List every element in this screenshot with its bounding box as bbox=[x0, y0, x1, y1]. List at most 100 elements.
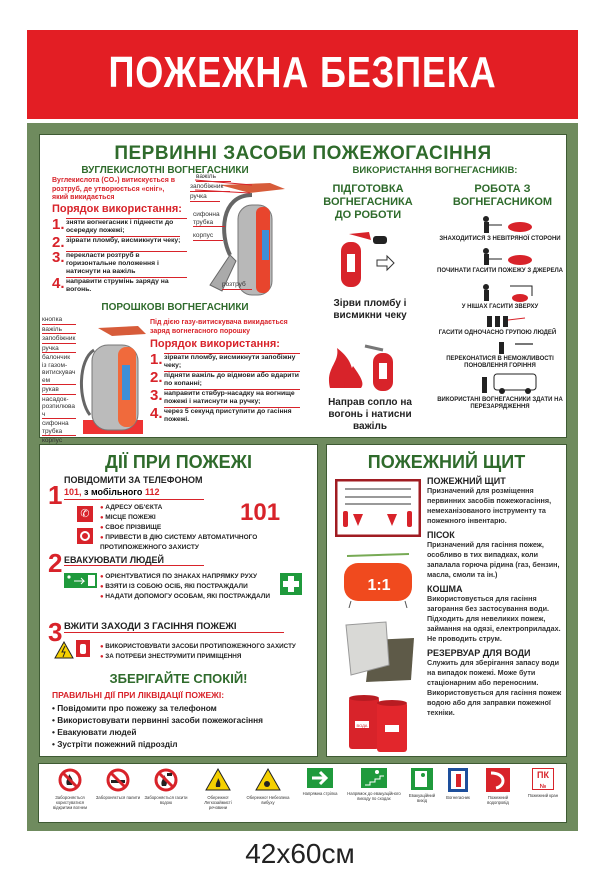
co2-step: направити струмінь заряду на вогонь. bbox=[66, 277, 187, 294]
fire-actions-panel: ДІЇ ПРИ ПОЖЕЖІ 1 ПОВІДОМИТИ ЗА ТЕЛЕФОНОМ… bbox=[39, 444, 318, 757]
green-frame: ПЕРВИННІ ЗАСОБИ ПОЖЕЖОГАСІННЯ ВУГЛЕКИСЛО… bbox=[27, 123, 578, 831]
person-extinguishing-icon bbox=[483, 284, 533, 302]
actions-title: ДІЇ ПРИ ПОЖЕЖІ bbox=[105, 452, 252, 472]
sign-caption: Обережно! Небезпека вибуху bbox=[246, 795, 290, 805]
list-item: АДРЕСУ ОБ'ЄКТА bbox=[100, 504, 162, 511]
sign-caption: Забороняється палити bbox=[95, 795, 141, 800]
powder-order: Порядок використання: bbox=[150, 338, 280, 350]
sign: Забороняється палити bbox=[95, 768, 141, 800]
powder-step: зірвати пломбу, висмикнути запобіжну чек… bbox=[164, 353, 300, 370]
powder-part-labels: кнопка важіль запобіжник ручка балончик … bbox=[42, 316, 76, 446]
list-item: ПРИВЕСТИ В ДІЮ СИСТЕМУ АВТОМАТИЧНОГО ПРО… bbox=[100, 534, 257, 551]
sign: Забороняється користуватися відкритим во… bbox=[47, 768, 93, 810]
step3-list: ВИКОРИСТОВУВАТИ ЗАСОБИ ПРОТИПОЖЕЖНОГО ЗА… bbox=[100, 642, 312, 662]
co2-steps: 1.зняти вогнегасник і піднести до осеред… bbox=[52, 217, 187, 294]
sign-caption: Забороняється гасити водою bbox=[144, 795, 188, 805]
sign: Обережно! Легкозаймисті речовини bbox=[195, 768, 241, 810]
fire-hydrant-icon: ПК № bbox=[532, 768, 554, 790]
step-number: 3 bbox=[48, 617, 63, 647]
shield-item-text: Призначений для розміщення первинних зас… bbox=[427, 486, 552, 525]
usage-title: ВИКОРИСТАННЯ ВОГНЕГАСНИКІВ: bbox=[352, 165, 518, 176]
person-extinguishing-icon bbox=[483, 216, 532, 233]
powder-part-label: запобіжник bbox=[42, 335, 76, 344]
work-step: ПОЧИНАТИ ГАСИТИ ПОЖЕЖУ З ДЖЕРЕЛА bbox=[437, 268, 563, 274]
work-step: ГАСИТИ ОДНОЧАСНО ГРУПОЮ ЛЮДЕЙ bbox=[438, 330, 557, 336]
powder-part-label: насадок-розпилювач bbox=[42, 395, 76, 419]
shield-item-text: Використовується для гасіння загорання б… bbox=[427, 594, 561, 643]
water-barrels-illustration: ВОДА bbox=[349, 695, 407, 752]
sand-box-illustration: 1:1 bbox=[344, 553, 412, 608]
list-item: ВИКОРИСТОВУВАТИ ЗАСОБИ ПРОТИПОЖЕЖНОГО ЗА… bbox=[100, 643, 296, 650]
list-item: СВОЄ ПРІЗВИЩЕ bbox=[100, 524, 161, 531]
no-smoking-icon bbox=[106, 768, 130, 792]
prep-step: Зірви пломбу і висмикни чеку bbox=[333, 298, 407, 321]
sign: ПК № Пожежний кран bbox=[521, 768, 565, 798]
sign: Напрямок до евакуаційного виходу по сход… bbox=[345, 768, 403, 801]
flammable-warning-icon bbox=[205, 768, 231, 791]
rules-list: • Повідомити про пожежу за телефоном • В… bbox=[52, 703, 264, 749]
co2-part-label: важіль bbox=[196, 173, 231, 182]
high-voltage-icon bbox=[54, 641, 74, 659]
hydrant-number: № bbox=[539, 784, 547, 790]
sign: Евакуаційний вихід bbox=[405, 768, 439, 803]
hydrant-label: ПК bbox=[537, 770, 549, 780]
list-item: ЗА ПОТРЕБИ ЗНЕСТРУМИТИ ПРИМІЩЕННЯ bbox=[100, 653, 241, 660]
powder-part-label: важіль bbox=[42, 326, 76, 334]
sign-caption: Напрямок до евакуаційного виходу по сход… bbox=[347, 791, 401, 801]
co2-desc: Вуглекислота (CO₂) витискується в розтру… bbox=[52, 177, 176, 201]
powder-step: підняти важіль до відмови або вдарити по… bbox=[164, 371, 300, 387]
powder-part-label: кнопка bbox=[42, 316, 76, 325]
sign: Пожежний водопровід bbox=[477, 768, 519, 805]
shield-item-title: ПОЖЕЖНИЙ ЩИТ bbox=[427, 476, 506, 486]
sand-ratio-label: 1:1 bbox=[367, 577, 390, 594]
list-item: НАДАТИ ДОПОМОГУ ОСОБАМ, ЯКІ ПОСТРАЖДАЛИ bbox=[100, 593, 270, 600]
phone-101: 101, bbox=[64, 487, 82, 497]
shield-item-title: КОШМА bbox=[427, 584, 463, 594]
shield-item-title: ПІСОК bbox=[427, 530, 455, 540]
phone-numbers: 101, з мобільного 112 bbox=[64, 487, 204, 500]
fire-shield-illustration bbox=[335, 479, 421, 537]
aim-nozzle-illustration bbox=[328, 344, 393, 391]
powder-steps: 1.зірвати пломбу, висмикнути запобіжну ч… bbox=[150, 351, 300, 423]
list-item: МІСЦЕ ПОЖЕЖІ bbox=[100, 514, 156, 521]
pull-pin-illustration bbox=[341, 232, 395, 287]
extinguisher-sign-icon bbox=[448, 768, 468, 792]
phone-icon: ✆ bbox=[77, 506, 93, 522]
shield-item-text: Служить для зберігання запасу води на ви… bbox=[427, 658, 562, 717]
person-checking-icon bbox=[499, 342, 533, 354]
sign-caption: Пожежний кран bbox=[527, 793, 559, 798]
list-item: Евакуювати людей bbox=[57, 727, 137, 737]
co2-extinguisher-illustration bbox=[194, 179, 285, 296]
exit-icon bbox=[411, 768, 433, 790]
powder-part-label: балончик із газом-витискувачем bbox=[42, 354, 76, 385]
sign-caption: Евакуаційний вихід bbox=[408, 793, 436, 803]
work-step: ЗНАХОДИТИСЯ З НЕВІТРЯНОЇ СТОРОНИ bbox=[439, 236, 561, 242]
rules-title: ПРАВИЛЬНІ ДІЇ ПРИ ЛІКВІДАЦІЇ ПОЖЕЖІ: bbox=[52, 690, 225, 700]
alarm-button-icon bbox=[77, 528, 93, 544]
co2-step: перекласти розтруб в горизонтальне полож… bbox=[66, 251, 187, 276]
fire-blanket-illustration bbox=[345, 621, 414, 682]
list-item: Повідомити про пожежу за телефоном bbox=[57, 703, 217, 713]
powder-part-label: сифонна трубка bbox=[42, 420, 76, 436]
co2-part-label: розтруб bbox=[222, 281, 252, 290]
exit-stairs-icon bbox=[361, 768, 387, 788]
work-title: РОБОТА З ВОГНЕГАСНИКОМ bbox=[452, 183, 553, 208]
list-item: ВЗЯТИ ІЗ СОБОЮ ОСІБ, ЯКІ ПОСТРАЖДАЛИ bbox=[100, 583, 248, 590]
emergency-number: 101 bbox=[240, 499, 281, 526]
powder-part-label: рукав bbox=[42, 386, 76, 395]
powder-extinguisher-illustration bbox=[79, 326, 146, 434]
exit-sign-icon bbox=[64, 573, 97, 588]
prep-step: Направ сопло на вогонь і натисни важіль bbox=[328, 397, 412, 432]
powder-step: направити ствбур-насадку на вогнище поже… bbox=[164, 389, 300, 406]
step-number: 2 bbox=[48, 548, 63, 578]
co2-title: ВУГЛЕКИСЛОТНІ ВОГНЕГАСНИКИ bbox=[81, 165, 249, 176]
header-banner: ПОЖЕЖНА БЕЗПЕКА bbox=[27, 30, 578, 119]
first-aid-icon bbox=[280, 573, 302, 595]
safety-signs-strip: Забороняється користуватися відкритим во… bbox=[38, 763, 567, 823]
poster-title: ПОЖЕЖНА БЕЗПЕКА bbox=[108, 48, 497, 97]
